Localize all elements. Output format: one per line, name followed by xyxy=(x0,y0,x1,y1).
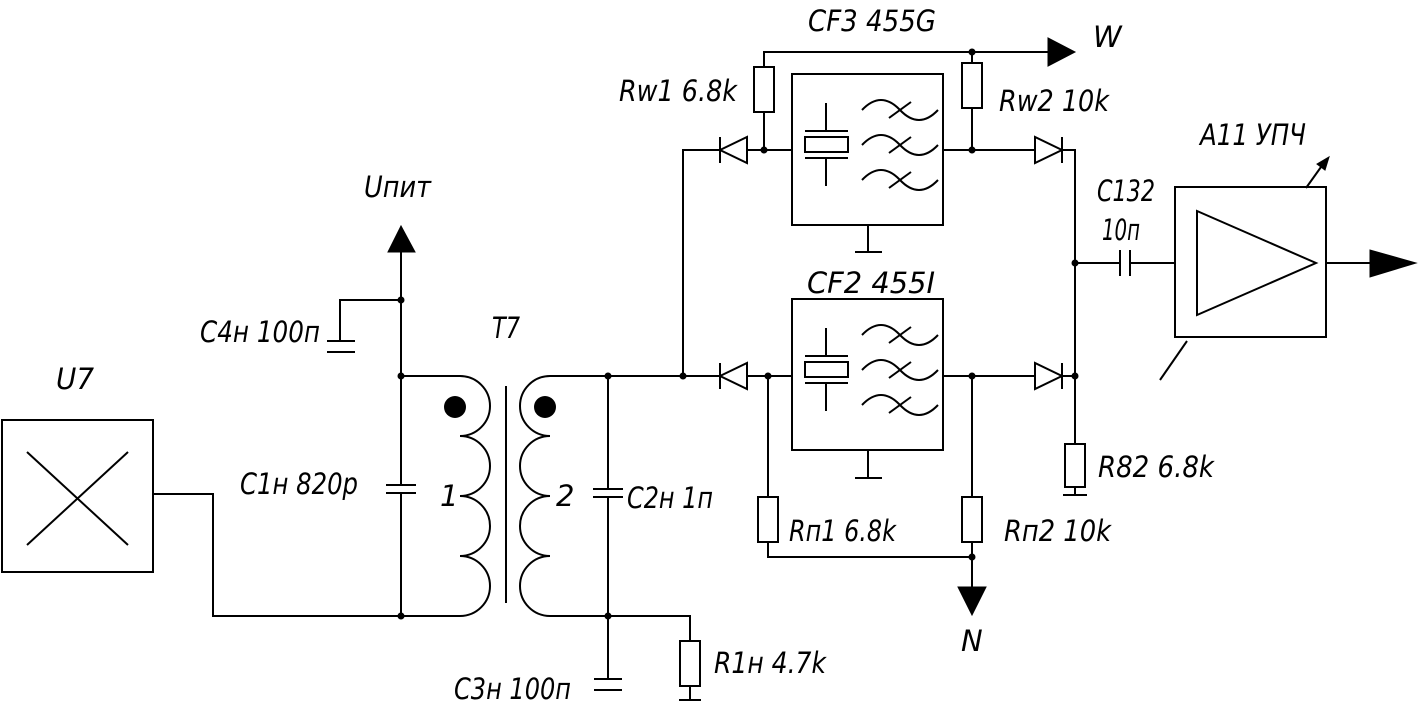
diode-triangle xyxy=(717,361,748,391)
junction-dot xyxy=(397,372,405,380)
wire-n-bus xyxy=(767,542,972,558)
junction-dot xyxy=(679,372,687,380)
junction-dot xyxy=(604,612,612,620)
resistor-r1n-label: R1н 4.7k xyxy=(714,646,827,680)
resistor-rw1-label: Rw1 6.8k xyxy=(619,74,738,108)
mixer-u7: U7 xyxy=(1,362,154,573)
amplifier-label: A11 УПЧ xyxy=(1198,118,1306,152)
resistor-r82: R82 6.8k xyxy=(1063,443,1215,496)
output-w-arrow-icon xyxy=(1047,37,1077,67)
amplifier-triangle-icon xyxy=(1196,209,1319,317)
output-arrow-icon xyxy=(1369,249,1418,278)
diode-triangle xyxy=(1034,361,1065,391)
diode-top-right xyxy=(1034,135,1065,165)
crystal-icon xyxy=(804,361,849,378)
mixer-label: U7 xyxy=(56,362,95,396)
junction-dot xyxy=(760,146,768,154)
capacitor-c3n: C3н 100п xyxy=(454,497,622,706)
capacitor-c2n-label: C2н 1п xyxy=(627,481,713,515)
diode-bottom-right xyxy=(1034,361,1065,391)
gain-control-line xyxy=(1159,340,1188,381)
wire-branch-up xyxy=(682,149,720,376)
resistor-rn2-label: Rп2 10k xyxy=(1004,514,1112,548)
capacitor-c3n-label: C3н 100п xyxy=(454,672,571,706)
resistor-r1n: R1н 4.7k xyxy=(608,615,827,701)
amplifier-a11: A11 УПЧ xyxy=(1159,118,1330,381)
diode-triangle xyxy=(717,135,748,165)
wave-slash xyxy=(888,326,912,344)
output-n-label: N xyxy=(961,624,983,658)
resistor-rw2: Rw2 10k xyxy=(961,52,1110,150)
transformer-label: T7 xyxy=(492,311,520,345)
transformer-t7: T7 1 2 xyxy=(401,311,608,617)
wire-c4n xyxy=(339,299,401,341)
filter-cf3-label: CF3 455G xyxy=(808,4,936,38)
capacitor-c1n: C1н 820р xyxy=(240,467,416,501)
mixer-cross-line xyxy=(26,451,129,546)
wave-slash xyxy=(888,136,912,154)
diode-bottom-left xyxy=(717,361,748,391)
supply-label: Uпит xyxy=(364,170,432,204)
junctions xyxy=(397,48,1079,620)
junction-dot xyxy=(1071,372,1079,380)
junction-dot xyxy=(604,372,612,380)
wave-slash xyxy=(888,171,912,189)
capacitor-c1n-label: C1н 820р xyxy=(240,467,358,501)
gain-control-line xyxy=(1305,166,1322,189)
resistor-rw2-label: Rw2 10k xyxy=(999,84,1110,118)
junction-dot xyxy=(764,372,772,380)
capacitor-c132-name: C132 xyxy=(1097,174,1155,208)
resistor-r82-label: R82 6.8k xyxy=(1098,450,1215,484)
resistor-rn2: Rп2 10k xyxy=(961,376,1112,587)
capacitor-c132-value: 10п xyxy=(1102,213,1140,247)
resistor-body xyxy=(753,66,775,113)
wire-w-bus xyxy=(763,51,1048,67)
crystal-icon xyxy=(804,136,849,153)
resistor-body xyxy=(757,496,779,543)
capacitor-c4n-label: C4н 100п xyxy=(200,315,320,349)
filter-box xyxy=(791,298,944,451)
junction-dot xyxy=(397,612,405,620)
junction-dot xyxy=(968,146,976,154)
polarity-dot-icon xyxy=(444,396,466,418)
filter-cf3: CF3 455G xyxy=(791,4,944,253)
polarity-dot-icon xyxy=(534,396,556,418)
primary-winding xyxy=(401,375,491,617)
resistor-rw1: Rw1 6.8k xyxy=(619,66,775,150)
supply-arrow-icon xyxy=(387,224,416,253)
filter-box xyxy=(791,73,944,226)
resistor-rn1-label: Rп1 6.8k xyxy=(789,514,897,548)
gain-control-arrow-icon xyxy=(1316,155,1330,171)
mixer-box xyxy=(1,419,154,573)
junction-dot xyxy=(968,372,976,380)
junction-dot xyxy=(968,48,976,56)
junction-dot xyxy=(968,553,976,561)
filter-cf2: CF2 455I xyxy=(791,266,944,479)
capacitor-c2n: C2н 1п xyxy=(593,376,713,515)
wire-summing-node xyxy=(1062,149,1076,444)
resistor-body xyxy=(679,640,701,687)
wave-slash xyxy=(888,361,912,379)
resistor-body xyxy=(961,62,983,109)
junction-dot xyxy=(397,296,405,304)
secondary-winding xyxy=(519,375,608,617)
winding-2-label: 2 xyxy=(556,479,574,513)
wave-slash xyxy=(888,101,912,119)
diode-triangle xyxy=(1034,135,1065,165)
output-n-arrow-icon xyxy=(957,586,987,617)
output-w-label: W xyxy=(1093,20,1123,54)
wire-mixer-output xyxy=(153,493,460,617)
wire-r1n xyxy=(608,615,691,641)
diode-top-left xyxy=(717,135,748,165)
resistor-rn1: Rп1 6.8k xyxy=(757,376,972,558)
wave-slash xyxy=(888,396,912,414)
capacitor-c4n: C4н 100п xyxy=(200,299,401,353)
filter-cf2-label: CF2 455I xyxy=(807,266,935,300)
winding-1-label: 1 xyxy=(440,479,458,513)
resistor-body xyxy=(961,496,983,543)
resistor-body xyxy=(1064,443,1086,488)
capacitor-c132: C132 10п xyxy=(1075,174,1175,276)
junction-dot xyxy=(1071,259,1079,267)
